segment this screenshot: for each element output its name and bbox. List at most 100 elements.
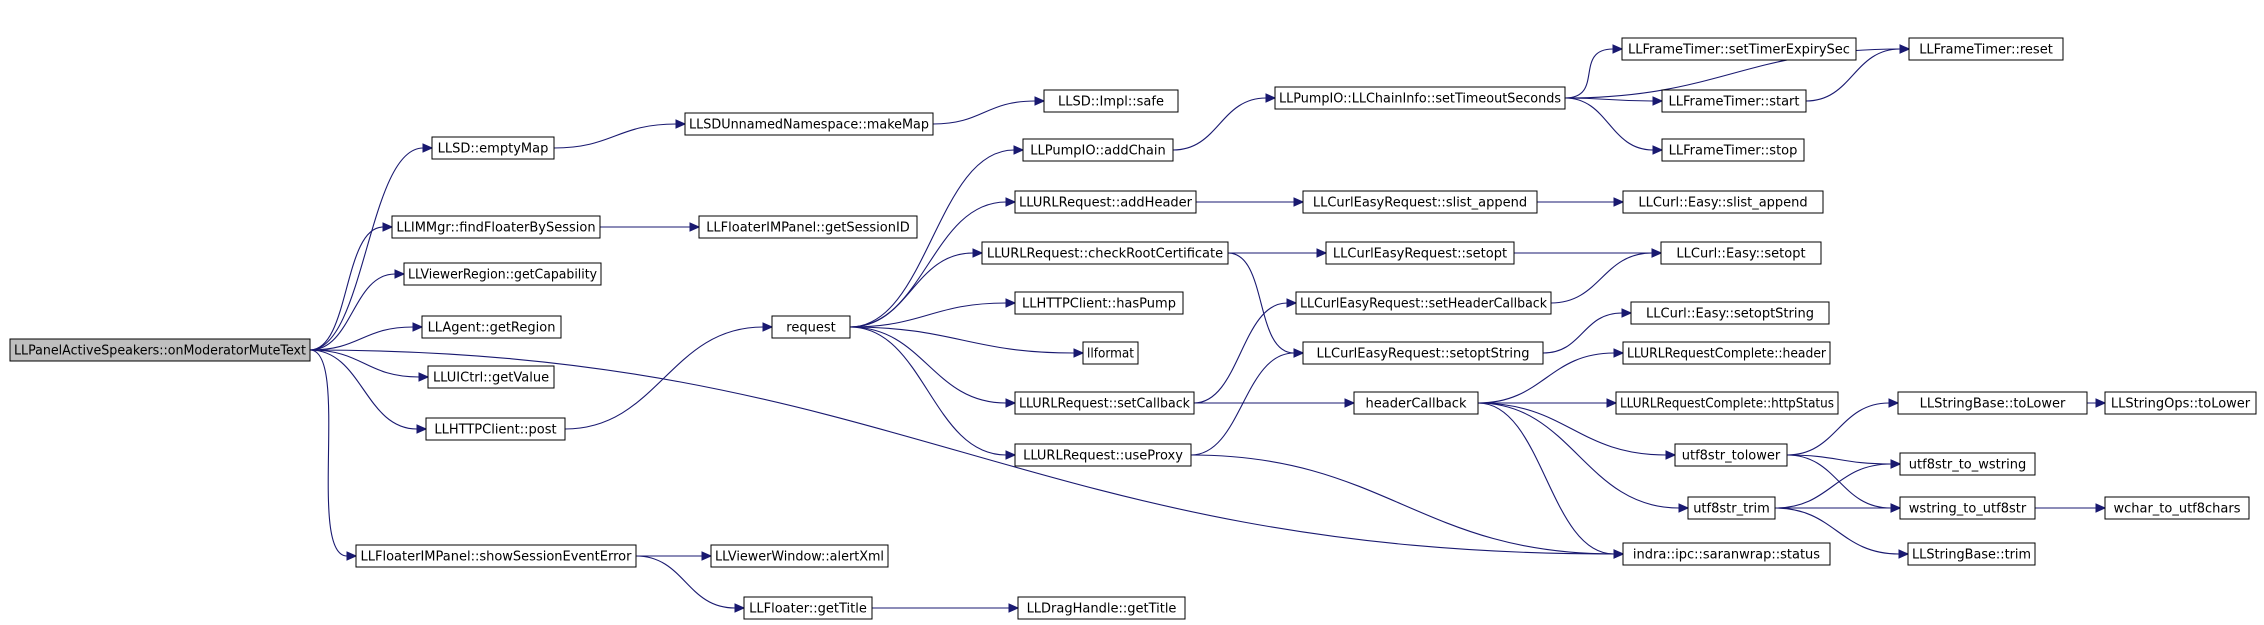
edge-line [849,149,1015,328]
node-emptyMap[interactable]: LLSD::emptyMap [431,136,555,160]
node-implSafe[interactable]: LLSD::Impl::safe [1043,89,1179,113]
edge-line [309,349,348,557]
edge-root-to-getValue [309,349,430,382]
node-wcharToUtf8[interactable]: wchar_to_utf8chars [2104,496,2250,520]
node-addChain[interactable]: LLPumpIO::addChain [1022,138,1174,162]
edge-utf8Trim-to-stringTrim [1774,507,1910,559]
arrowhead-icon [1613,348,1625,358]
node-timerReset[interactable]: LLFrameTimer::reset [1908,37,2064,61]
node-addHeader[interactable]: LLURLRequest::addHeader [1014,190,1197,214]
edge-line [635,555,736,609]
node-box [1908,37,2064,61]
edge-setHeaderCb-to-easySetopt [1550,248,1663,304]
node-findFloater[interactable]: LLIMMgr::findFloaterBySession [391,215,601,239]
node-hasPump[interactable]: LLHTTPClient::hasPump [1014,291,1184,315]
arrowhead-icon [1888,398,1900,408]
node-box [421,315,562,339]
edge-emptyMap-to-makeMap [553,119,687,149]
arrowhead-icon [346,551,358,561]
node-root[interactable]: LLPanelActiveSpeakers::onModeratorMuteTe… [9,338,311,362]
arrowhead-icon [1005,197,1017,207]
node-box [698,215,918,239]
node-llformat[interactable]: llformat [1082,341,1139,365]
node-box [1022,138,1174,162]
node-easySetopt[interactable]: LLCurl::Easy::setopt [1660,241,1822,265]
node-utf8ToWstring[interactable]: utf8str_to_wstring [1899,452,2036,476]
node-label: LLCurl::Easy::setoptString [1646,307,1814,322]
node-label: utf8str_tolower [1682,449,1781,464]
node-label: LLCurlEasyRequest::setopt [1333,247,1507,262]
node-box [1295,291,1552,315]
edge-line [1190,352,1295,456]
node-getSessionID[interactable]: LLFloaterIMPanel::getSessionID [698,215,918,239]
node-showSessionErr[interactable]: LLFloaterIMPanel::showSessionEventError [355,544,637,568]
arrowhead-icon [412,322,424,332]
edge-headerCallback-to-urcHeader [1477,348,1625,404]
node-alertXml[interactable]: LLViewerWindow::alertXml [710,544,889,568]
edge-root-to-post [309,349,428,434]
node-setHeaderCb[interactable]: LLCurlEasyRequest::setHeaderCallback [1295,291,1552,315]
node-setTimerExpiry[interactable]: LLFrameTimer::setTimerExpirySec [1621,37,1857,61]
node-urcHeader[interactable]: LLURLRequestComplete::header [1622,341,1831,365]
node-dragGetTitle[interactable]: LLDragHandle::getTitle [1017,596,1186,620]
edge-line [309,349,420,378]
arrowhead-icon [701,551,713,561]
edge-addHeader-to-slistAppend [1196,197,1305,207]
node-makeMap[interactable]: LLSDUnnamedNamespace::makeMap [684,112,934,136]
node-label: request [786,321,835,336]
arrowhead-icon [1899,44,1911,54]
node-getRegion[interactable]: LLAgent::getRegion [421,315,562,339]
edge-findFloater-to-getSessionID [599,222,701,232]
node-httpStatus[interactable]: LLURLRequestComplete::httpStatus [1615,391,1839,415]
node-saranwrap[interactable]: indra::ipc::saranwrap::status [1622,542,1831,566]
edge-line [1477,402,1615,555]
edge-line [1193,302,1288,404]
node-toLower[interactable]: LLStringBase::toLower [1897,391,2088,415]
node-headerCallback[interactable]: headerCallback [1353,391,1479,415]
node-useProxy[interactable]: LLURLRequest::useProxy [1014,443,1192,467]
node-getCapability[interactable]: LLViewerRegion::getCapability [403,262,602,286]
node-timerStart[interactable]: LLFrameTimer::start [1661,89,1807,113]
node-request[interactable]: request [771,315,851,339]
node-curlSetopt[interactable]: LLCurlEasyRequest::setopt [1325,241,1515,265]
edge-curlSetopt-to-easySetopt [1514,248,1663,258]
edge-line [1774,463,1892,509]
node-box [1353,391,1479,415]
node-utf8Trim[interactable]: utf8str_trim [1687,496,1776,520]
edge-checkRootCert-to-curlSetopt [1228,248,1328,258]
node-label: LLCurlEasyRequest::slist_append [1313,196,1527,211]
edge-line [309,147,424,351]
node-utf8Tolower[interactable]: utf8str_tolower [1674,443,1788,467]
node-wstringToUtf8[interactable]: wstring_to_utf8str [1899,496,2036,520]
node-opsToLower[interactable]: LLStringOps::toLower [2104,391,2257,415]
node-setCallback[interactable]: LLURLRequest::setCallback [1014,391,1195,415]
edge-useProxy-to-saranwrap [1190,454,1625,559]
node-easySetoptString[interactable]: LLCurl::Easy::setoptString [1630,301,1830,325]
edge-root-to-showSessionErr [309,349,358,561]
arrowhead-icon [1005,450,1017,460]
node-label: LLHTTPClient::post [434,423,556,438]
node-setoptString[interactable]: LLCurlEasyRequest::setoptString [1302,341,1544,365]
node-box [1014,190,1197,214]
node-setTimeout[interactable]: LLPumpIO::LLChainInfo::setTimeoutSeconds [1274,86,1566,110]
node-post[interactable]: LLHTTPClient::post [425,417,566,441]
node-timerStop[interactable]: LLFrameTimer::stop [1661,138,1805,162]
node-checkRootCert[interactable]: LLURLRequest::checkRootCertificate [981,241,1229,265]
node-stringTrim[interactable]: LLStringBase::trim [1907,542,2036,566]
node-label: LLStringBase::trim [1912,548,2031,563]
node-box [1660,241,1822,265]
arrowhead-icon [2095,398,2107,408]
edge-slistAppend-to-easySlistAppend [1536,197,1625,207]
node-getValue[interactable]: LLUICtrl::getValue [427,365,555,389]
node-getTitle[interactable]: LLFloater::getTitle [743,596,873,620]
arrowhead-icon [2095,503,2107,513]
edge-request-to-llformat [849,326,1085,358]
edge-line [564,326,764,430]
edge-line [1564,97,1654,102]
node-slistAppend[interactable]: LLCurlEasyRequest::slist_append [1302,190,1538,214]
arrowhead-icon [1293,197,1305,207]
edge-request-to-addChain [849,145,1025,328]
node-easySlistAppend[interactable]: LLCurl::Easy::slist_append [1622,190,1824,214]
edge-line [1564,48,1614,99]
edge-root-to-getRegion [309,322,424,351]
